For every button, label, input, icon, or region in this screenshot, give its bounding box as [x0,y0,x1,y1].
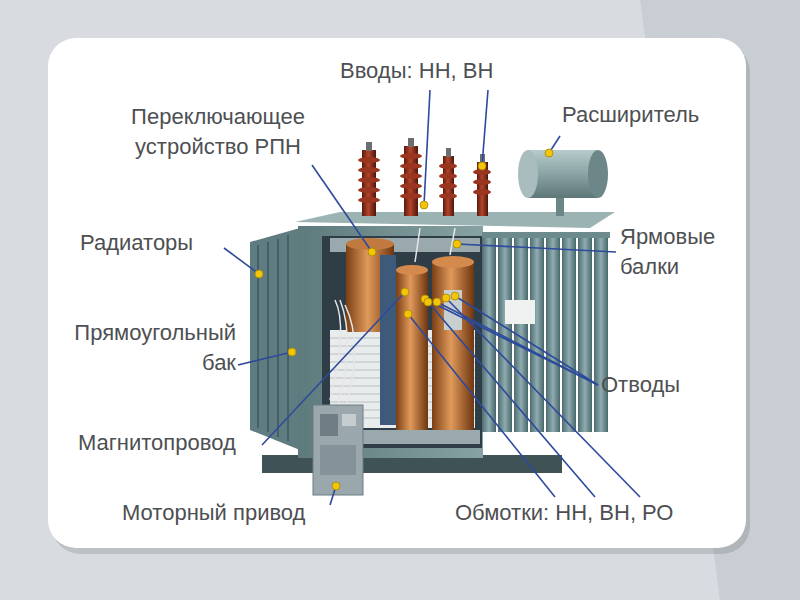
part-label: Радиаторы [80,228,230,258]
part-label: Вводы: НН, ВН [340,56,540,86]
part-label: Обмотки: НН, ВН, РО [455,498,725,528]
part-label: Переключающее устройство РПН [118,102,318,162]
part-label: Отводы [601,370,721,400]
part-label: Магнитопровод [78,428,268,458]
part-label: Моторный привод [122,498,337,528]
part-label: Прямоугольный бак [44,318,236,378]
part-label: Расширитель [562,100,732,130]
part-label: Ярмовые балки [620,222,745,282]
